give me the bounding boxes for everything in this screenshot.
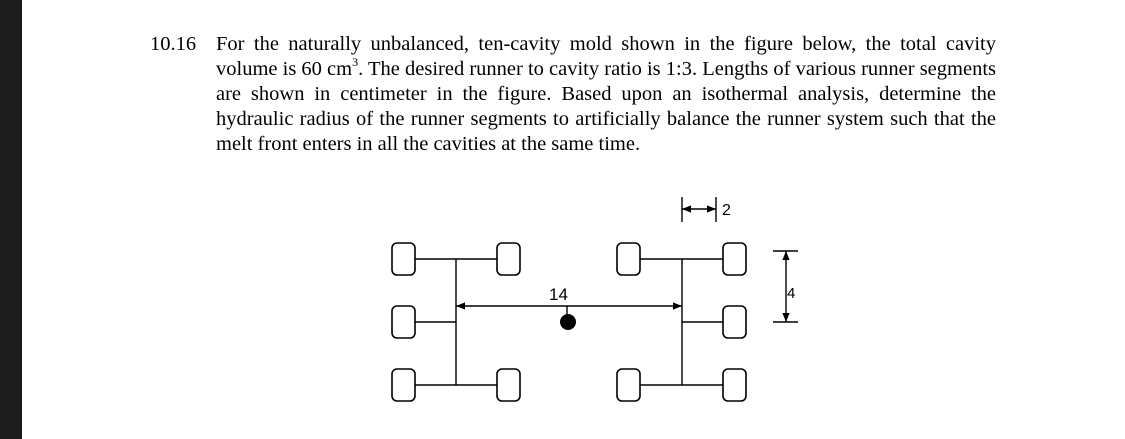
cavities — [391, 242, 747, 402]
cavity-right-top-inner — [616, 242, 641, 276]
problem-text-part-2: . The desired runner to cavity ratio is … — [216, 58, 996, 155]
cavity-right-middle — [722, 305, 747, 339]
cavity-right-bottom-outer — [722, 368, 747, 402]
dimension-4 — [773, 250, 798, 323]
label-4: 4 — [787, 285, 795, 302]
window-edge — [0, 0, 22, 439]
sprue-dot — [560, 314, 576, 330]
label-2: 2 — [722, 202, 731, 219]
cavity-right-top-outer — [722, 242, 747, 276]
runner-lines — [415, 258, 723, 386]
cavity-left-bottom-inner — [496, 368, 521, 402]
superscript-3: 3 — [352, 55, 359, 69]
cavity-left-middle — [391, 305, 416, 339]
label-14: 14 — [549, 285, 568, 304]
cavity-left-bottom-outer — [391, 368, 416, 402]
cavity-right-bottom-inner — [616, 368, 641, 402]
cavity-left-top-outer — [391, 242, 416, 276]
problem-text: For the naturally unbalanced, ten-cavity… — [216, 32, 996, 157]
problem-number: 10.16 — [150, 33, 197, 55]
problem-text-part-1: For the naturally unbalanced, ten-cavity… — [216, 33, 996, 80]
cavity-left-top-inner — [496, 242, 521, 276]
dimension-2 — [681, 197, 717, 222]
